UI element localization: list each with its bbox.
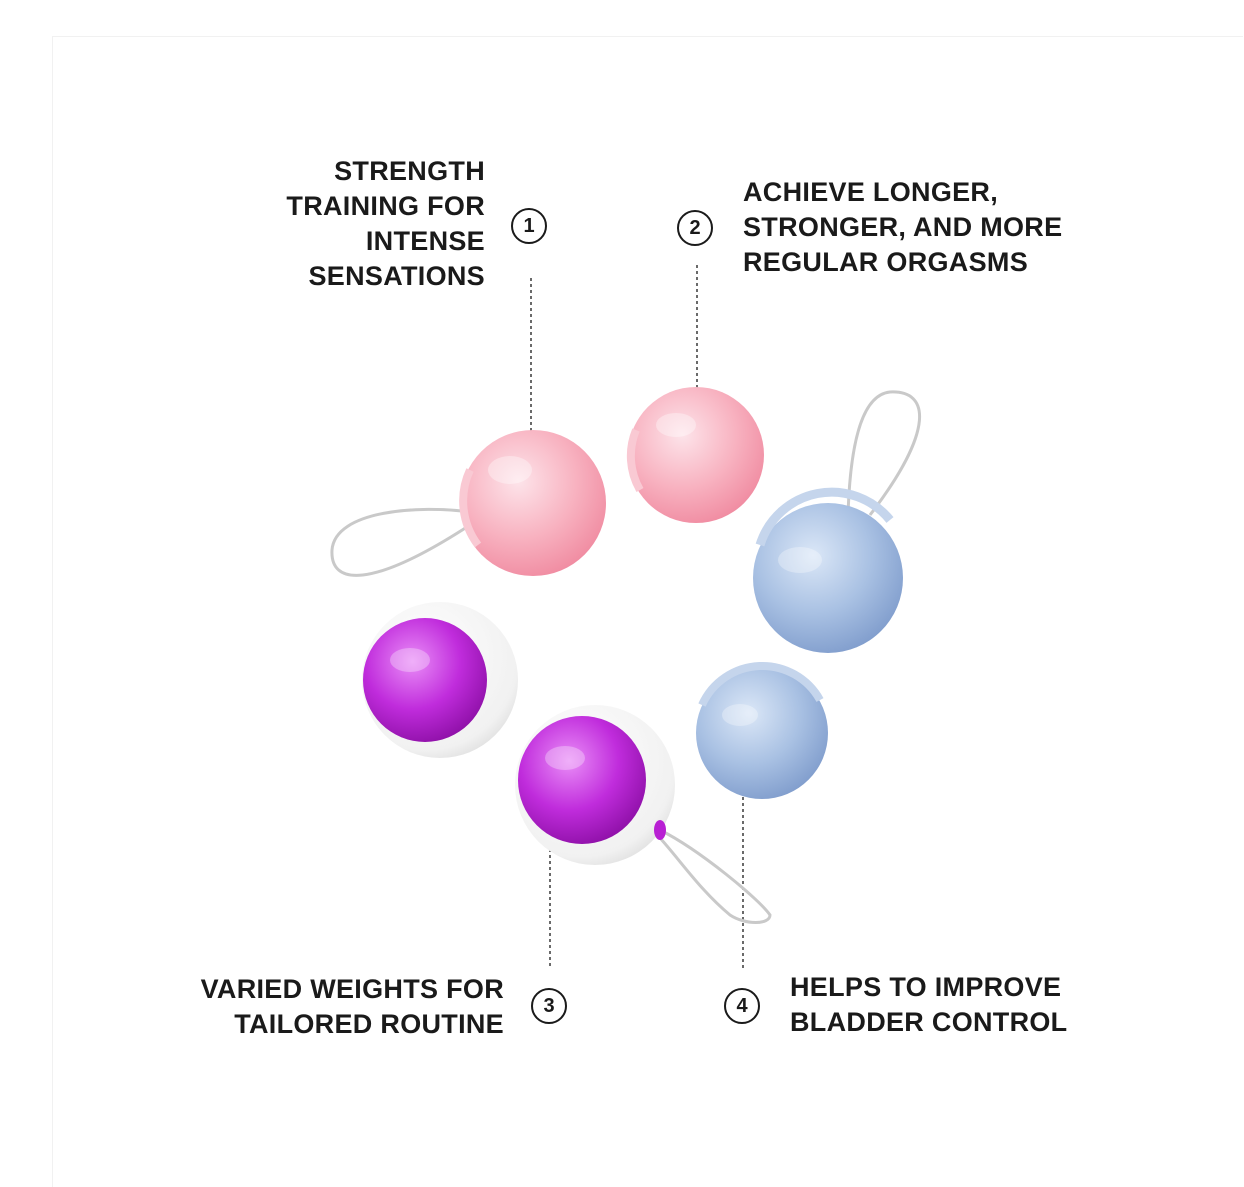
number-badge-icon: 3 bbox=[531, 988, 567, 1024]
number-badge-icon: 4 bbox=[724, 988, 760, 1024]
pink-ball-with-loop bbox=[330, 430, 606, 577]
number-badge-icon: 1 bbox=[511, 208, 547, 244]
number-badge-icon: 2 bbox=[677, 210, 713, 246]
feature-4-text: HELPS TO IMPROVE BLADDER CONTROL bbox=[790, 972, 1068, 1037]
pink-ball bbox=[626, 387, 764, 523]
feature-2-text: ACHIEVE LONGER, STRONGER, AND MORE REGUL… bbox=[743, 177, 1063, 277]
feature-3-text: VARIED WEIGHTS FOR TAILORED ROUTINE bbox=[200, 974, 504, 1039]
blue-ball-with-loop bbox=[753, 390, 921, 653]
product-feature-card bbox=[52, 36, 1243, 1187]
blue-ball bbox=[696, 662, 828, 799]
feature-1-text: STRENGTH TRAINING FOR INTENSE SENSATIONS bbox=[286, 156, 485, 291]
purple-duo-balls bbox=[362, 602, 772, 924]
